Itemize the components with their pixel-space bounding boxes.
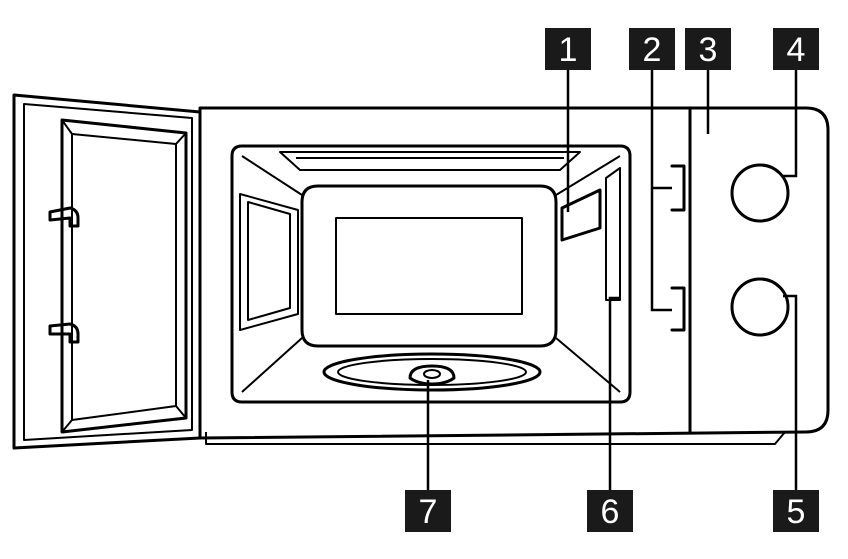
- turntable: [322, 352, 542, 392]
- callout-5: 5: [773, 490, 819, 532]
- microwave-body: [198, 106, 830, 445]
- callout-7: 7: [405, 490, 451, 532]
- callout-3: 3: [685, 28, 731, 70]
- callout-1: 1: [545, 28, 591, 70]
- callout-4: 4: [773, 28, 819, 70]
- oven-cavity: [230, 144, 632, 404]
- leader-lines: [426, 64, 798, 494]
- callout-label-7: 7: [419, 493, 438, 531]
- mica-cover: [560, 188, 602, 242]
- power-knob: [730, 163, 790, 223]
- callout-label-2: 2: [643, 31, 662, 69]
- timer-knob: [730, 277, 790, 337]
- turntable-coupler: [408, 364, 456, 386]
- callout-6: 6: [587, 490, 633, 532]
- callout-label-3: 3: [699, 31, 718, 69]
- door-latch-upper: [48, 206, 80, 228]
- callout-2: 2: [629, 28, 675, 70]
- callout-label-4: 4: [787, 31, 806, 69]
- door: [12, 93, 202, 450]
- door-safety-lock: [670, 164, 686, 332]
- callout-label-1: 1: [559, 31, 578, 69]
- callout-label-5: 5: [787, 493, 806, 531]
- door-latch-lower: [48, 322, 80, 344]
- safety-interlock-strip: [605, 167, 621, 301]
- callout-label-6: 6: [601, 493, 620, 531]
